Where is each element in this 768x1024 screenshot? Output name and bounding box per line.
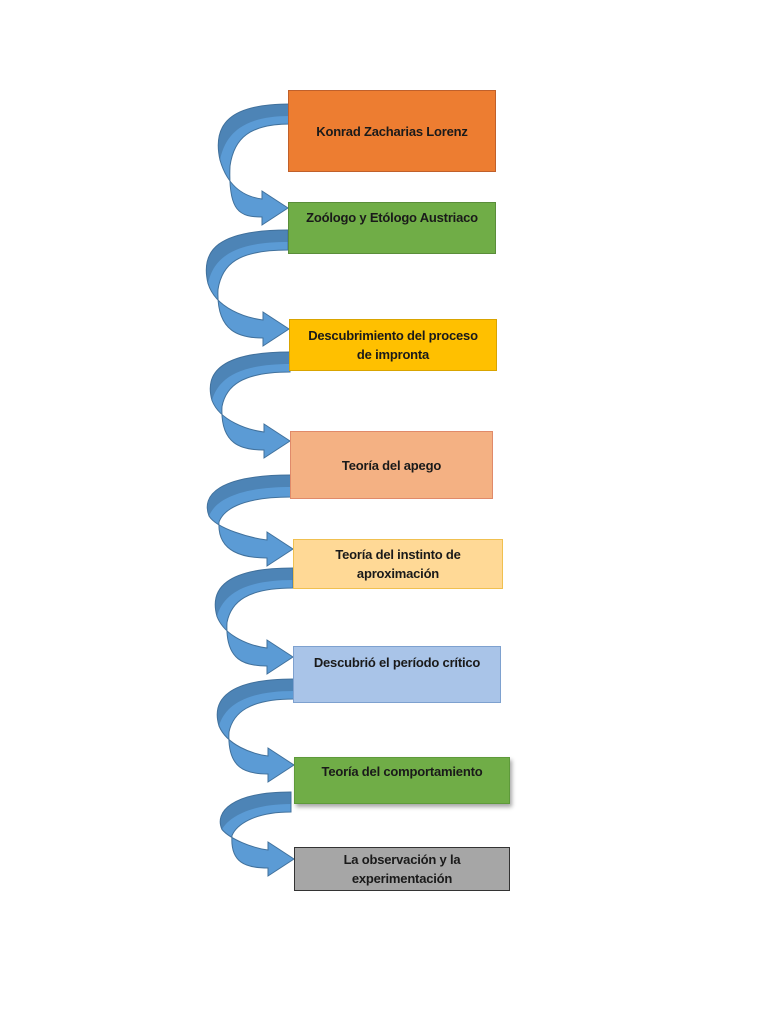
node-label: Teoría del apego bbox=[341, 457, 442, 473]
node-label: Descubrimiento del proceso de impronta bbox=[308, 328, 478, 362]
node-label: Konrad Zacharias Lorenz bbox=[316, 123, 468, 139]
arrow-shade-2 bbox=[206, 230, 288, 284]
arrow-shade-7 bbox=[220, 792, 291, 830]
arrow-shade-4 bbox=[207, 475, 291, 516]
node-konrad-lorenz: Konrad Zacharias Lorenz bbox=[288, 90, 496, 172]
node-teoria-apego: Teoría del apego bbox=[290, 431, 493, 499]
node-teoria-comportamiento: Teoría del comportamiento bbox=[294, 757, 510, 804]
node-label: La observación y la experimentación bbox=[343, 852, 461, 886]
node-periodo-critico: Descubrió el período crítico bbox=[293, 646, 501, 703]
arrow-shade-5 bbox=[215, 568, 293, 617]
node-label: Zoólogo y Etólogo Austriaco bbox=[306, 210, 478, 225]
arrow-shade-3 bbox=[210, 352, 290, 401]
node-label: Descubrió el período crítico bbox=[313, 655, 481, 670]
node-instinto-aproximacion: Teoría del instinto de aproximación bbox=[293, 539, 503, 589]
arrow-shade-6 bbox=[217, 679, 294, 726]
arrow-shade-1 bbox=[218, 104, 290, 160]
node-label: Teoría del comportamiento bbox=[321, 764, 483, 779]
node-zoologo: Zoólogo y Etólogo Austriaco bbox=[288, 202, 496, 254]
node-impronta: Descubrimiento del proceso de impronta bbox=[289, 319, 497, 371]
node-observacion: La observación y la experimentación bbox=[294, 847, 510, 891]
node-label: Teoría del instinto de aproximación bbox=[335, 547, 461, 581]
